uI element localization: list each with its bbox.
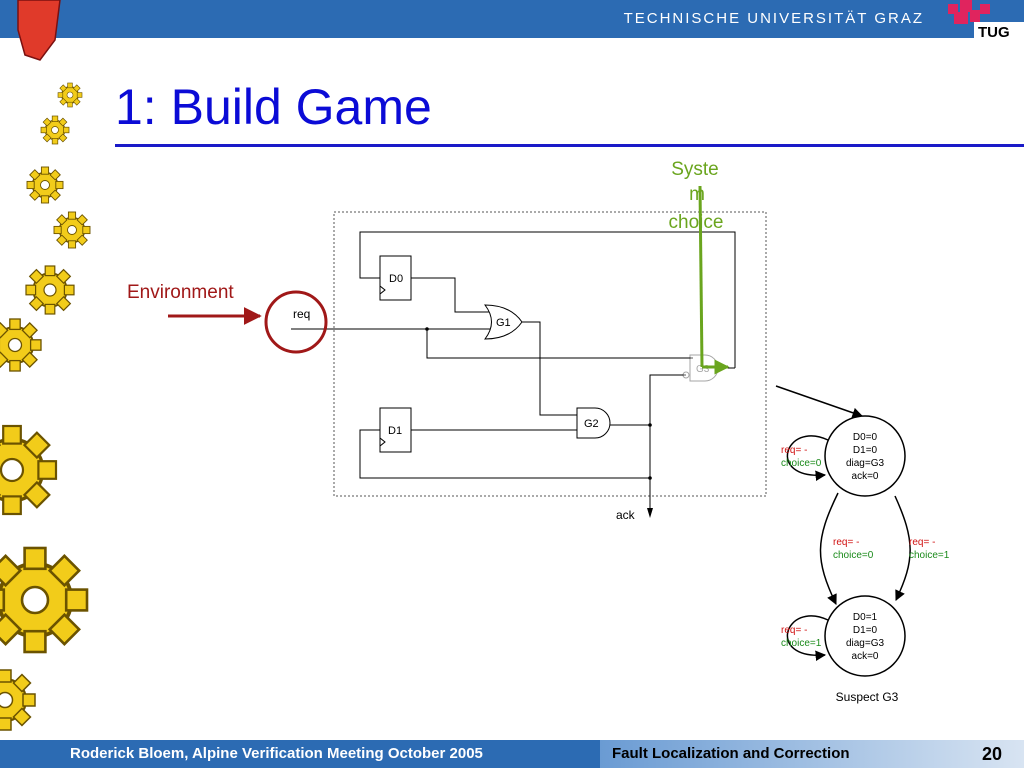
self-loop-s1	[786, 615, 829, 662]
d0-label: D0	[389, 273, 403, 285]
university-name: TECHNISCHE UNIVERSITÄT GRAZ	[623, 10, 924, 27]
down-req: req= -	[833, 537, 859, 548]
s1-ack: ack=0	[852, 651, 879, 662]
tug-logo-text: TUG	[978, 24, 1010, 40]
s1-d0: D0=1	[853, 612, 878, 623]
suspect-caption: Suspect G3	[836, 690, 899, 704]
g2-and-gate: G2	[576, 407, 611, 439]
footer-author: Roderick Bloem, Alpine Verification Meet…	[70, 745, 483, 762]
self0-choice: choice=0	[781, 458, 822, 469]
self1-req: req= -	[781, 625, 807, 636]
g3-label: G3	[696, 364, 710, 375]
initial-state-arrow	[775, 385, 863, 418]
d0-flipflop: D0	[379, 255, 412, 301]
self0-req: req= -	[781, 445, 807, 456]
system-choice-line3: choice	[669, 212, 724, 233]
red-figure-icon	[17, 0, 61, 61]
d1-flipflop: D1	[379, 407, 412, 453]
footer-bar: Roderick Bloem, Alpine Verification Meet…	[0, 740, 1024, 768]
g1-label: G1	[496, 317, 511, 329]
down-choice: choice=0	[833, 550, 874, 561]
up-choice: choice=1	[909, 550, 950, 561]
system-choice-line	[698, 185, 704, 368]
environment-circle	[264, 290, 328, 354]
g2-label: G2	[584, 418, 599, 430]
game-diagram: D0 D1 G1 G2 G3 req ack Environment Syste…	[127, 159, 950, 704]
self-loop-s0	[786, 435, 829, 482]
req-label: req	[293, 307, 310, 321]
footer-gradient	[600, 740, 1024, 768]
state-s0	[824, 415, 906, 497]
s0-ack: ack=0	[852, 471, 879, 482]
slide-title: 1: Build Game	[115, 79, 432, 135]
up-req: req= -	[909, 537, 935, 548]
system-choice-line2: m	[689, 184, 705, 205]
s1-diag: diag=G3	[846, 638, 885, 649]
environment-label: Environment	[127, 282, 234, 303]
ack-label: ack	[616, 508, 636, 522]
g1-or-gate: G1	[483, 304, 523, 340]
gears-decoration	[0, 0, 91, 732]
d1-label: D1	[388, 425, 402, 437]
transition-s0-s1-left	[819, 492, 839, 605]
s1-d1: D1=0	[853, 625, 878, 636]
state-s1	[824, 595, 906, 677]
title-divider	[115, 144, 1024, 147]
s0-d1: D1=0	[853, 445, 878, 456]
footer-topic: Fault Localization and Correction	[612, 745, 850, 762]
self1-choice: choice=1	[781, 638, 822, 649]
s0-diag: diag=G3	[846, 458, 885, 469]
circuit-boundary	[333, 211, 767, 497]
header-bar: TECHNISCHE UNIVERSITÄT GRAZ	[0, 0, 1024, 38]
transition-s0-s1-right	[894, 495, 911, 601]
page-number: 20	[981, 744, 1002, 764]
s0-d0: D0=0	[853, 432, 878, 443]
circuit-wires	[291, 231, 736, 510]
system-choice-line1: Syste	[671, 159, 719, 180]
tug-logo: TUG	[948, 0, 1024, 40]
